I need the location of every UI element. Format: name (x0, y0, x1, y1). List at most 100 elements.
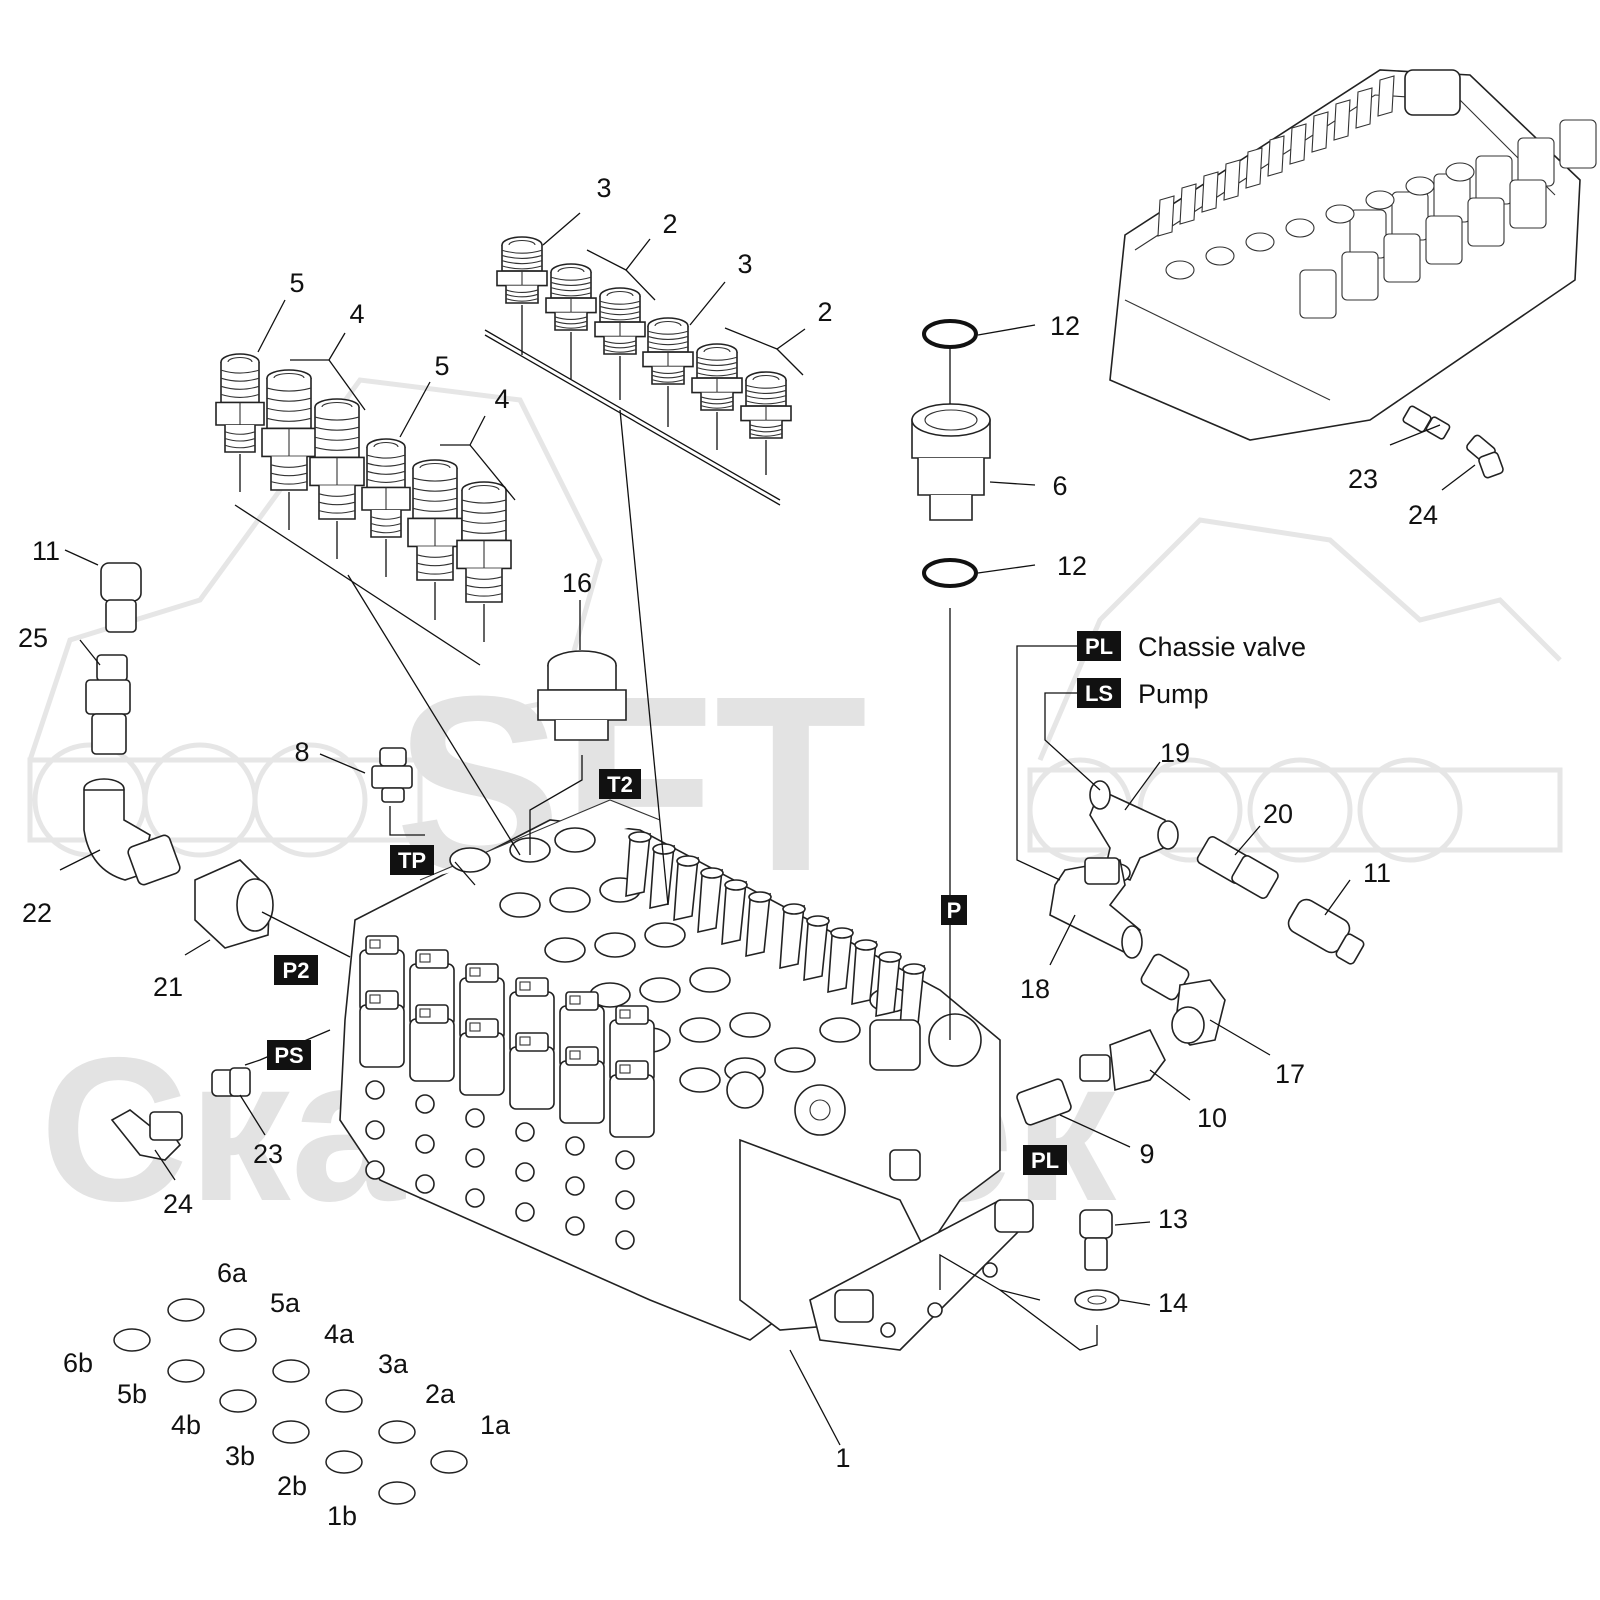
callout-5: 5 (434, 351, 449, 381)
seal-rings (113, 1298, 468, 1505)
fitting-top-3 (594, 287, 646, 355)
svg-text:PL: PL (1031, 1148, 1059, 1173)
block-port-hole (819, 1017, 861, 1043)
legend-item-LS: LS Pump (1077, 678, 1209, 709)
seal-label-4a: 4a (324, 1319, 355, 1349)
right-fittings (1016, 645, 1365, 1126)
port-label-PL-main: PL (1023, 1145, 1067, 1175)
fitting-mid-5 (407, 459, 463, 581)
callout-14: 14 (1158, 1288, 1188, 1318)
callout-3: 3 (737, 249, 752, 279)
callout-2: 2 (662, 209, 677, 239)
seal-ring (325, 1450, 363, 1474)
seal-ring (378, 1481, 416, 1505)
left-fittings (83, 562, 351, 958)
callout-8: 8 (294, 737, 309, 767)
callout-10: 10 (1197, 1103, 1227, 1133)
callout-23: 23 (1348, 464, 1378, 494)
callout-12: 12 (1050, 311, 1080, 341)
seal-label-1b: 1b (327, 1501, 357, 1531)
seal-label-5b: 5b (117, 1379, 147, 1409)
callout-2: 2 (817, 297, 832, 327)
seal-label-5a: 5a (270, 1288, 301, 1318)
callout-23: 23 (253, 1139, 283, 1169)
seal-ring (378, 1420, 416, 1444)
callout-numbers: 1 2 2 3 3 4 4 5 5 6 8 9 10 11 11 12 12 1… (18, 173, 1438, 1473)
legend-label-chassie-valve: Chassie valve (1138, 632, 1306, 662)
callout-11: 11 (1363, 858, 1391, 888)
block-port-hole (679, 1017, 721, 1043)
fitting-mid-3 (309, 398, 365, 520)
callout-leaders (59, 212, 1476, 1446)
solenoid-2-3 (459, 1032, 505, 1096)
seal-label-6b: 6b (63, 1348, 93, 1378)
seal-ring (325, 1389, 363, 1413)
port-label-P: P (941, 895, 967, 925)
part-8-fitting (371, 747, 476, 886)
part-6-adapter (911, 319, 991, 1040)
port-label-TP: TP (390, 845, 434, 875)
fitting-top-4 (642, 317, 694, 385)
seal-ring (219, 1389, 257, 1413)
seal-ring (272, 1420, 310, 1444)
seal-label-4b: 4b (171, 1410, 201, 1440)
bolt-and-washer (939, 1209, 1120, 1351)
port-labels: T2 TP P2 PS P PL (267, 769, 1067, 1175)
block-port-hole (644, 922, 686, 948)
svg-text:P: P (947, 898, 962, 923)
callout-17: 17 (1275, 1059, 1305, 1089)
callout-4: 4 (349, 299, 364, 329)
fittings-group-4-5 (215, 353, 512, 642)
assembled-valve-inset (1109, 69, 1597, 479)
block-port-hole (544, 937, 586, 963)
callout-20: 20 (1263, 799, 1293, 829)
fitting-mid-1 (215, 353, 265, 453)
fitting-top-1 (496, 236, 548, 304)
callout-16: 16 (562, 568, 592, 598)
block-port-hole (729, 1012, 771, 1038)
seal-label-6a: 6a (217, 1258, 248, 1288)
seal-ring (113, 1328, 151, 1352)
port-label-PS: PS (267, 1040, 311, 1070)
seal-ring (219, 1328, 257, 1352)
callout-18: 18 (1020, 974, 1050, 1004)
callout-22: 22 (22, 898, 52, 928)
callout-9: 9 (1139, 1139, 1154, 1169)
callout-25: 25 (18, 623, 48, 653)
fitting-top-2 (545, 263, 597, 331)
svg-text:T2: T2 (607, 772, 633, 797)
callout-11: 11 (32, 536, 60, 566)
part-16-adapter (529, 650, 627, 855)
block-port-hole (549, 887, 591, 913)
block-port-hole (594, 932, 636, 958)
callout-1: 1 (835, 1443, 850, 1473)
fitting-mid-2 (261, 369, 317, 491)
seal-ring (167, 1359, 205, 1383)
block-port-hole (679, 1067, 721, 1093)
callout-19: 19 (1160, 738, 1190, 768)
fitting-mid-6 (456, 481, 512, 603)
seal-ring (167, 1298, 205, 1322)
port-label-P2: P2 (274, 955, 318, 985)
main-valve-block (339, 799, 1034, 1351)
solenoid-2-6 (609, 1074, 655, 1138)
port-legend: PL Chassie valve LS Pump (1077, 631, 1306, 709)
seal-label-2b: 2b (277, 1471, 307, 1501)
fitting-top-6 (740, 371, 792, 439)
fittings-group-2-3 (484, 236, 792, 506)
solenoid-2-2 (409, 1018, 455, 1082)
fitting-mid-4 (361, 438, 411, 538)
callout-13: 13 (1158, 1204, 1188, 1234)
svg-text:TP: TP (398, 848, 426, 873)
callout-24: 24 (163, 1189, 193, 1219)
legend-item-PL: PL Chassie valve (1077, 631, 1306, 662)
block-port-hole (689, 967, 731, 993)
fitting-top-5 (691, 343, 743, 411)
callout-24: 24 (1408, 500, 1438, 530)
svg-text:PL: PL (1085, 634, 1113, 659)
seal-labels: 6a 5a 4a 3a 2a 1a 6b 5b 4b 3b 2b 1b (63, 1258, 511, 1531)
svg-text:LS: LS (1085, 681, 1113, 706)
callout-5: 5 (289, 268, 304, 298)
